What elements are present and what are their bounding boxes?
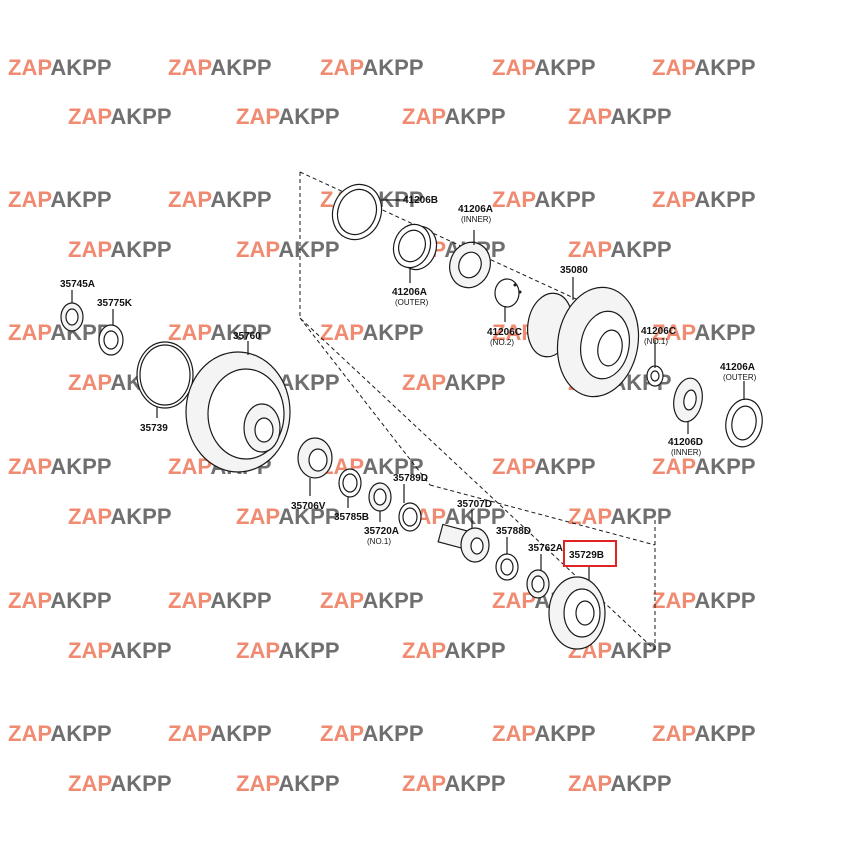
bearing-41206d-inner (673, 377, 703, 423)
watermark-text: ZAPAKPP (236, 237, 340, 262)
assembly-outline (299, 171, 656, 651)
watermark-text: ZAPAKPP (236, 638, 340, 663)
watermark-text: ZAPAKPP (68, 638, 172, 663)
watermark-text: ZAPAKPP (402, 104, 506, 129)
watermark-text: ZAPAKPP (652, 588, 756, 613)
watermark-text: ZAPAKPP (320, 588, 424, 613)
part-number-label: 35775K (97, 298, 133, 309)
cap-41206c-no1 (646, 365, 664, 387)
watermark-layer: ZAPAKPP ZAPAKPP ZAPAKPP ZAPAKPP ZAPAKPP ZAPAK… (8, 55, 756, 796)
part-number-label: 35762A (528, 543, 563, 554)
washer-35785b (338, 468, 362, 498)
ring-35789d (398, 502, 422, 532)
part-number-label: 35739 (140, 423, 168, 434)
part-sub-label: (INNER) (461, 215, 492, 224)
ring-41206b (331, 183, 383, 241)
watermark-text: ZAPAKPP (168, 721, 272, 746)
part-number-label: 35760 (233, 331, 261, 342)
watermark-text: ZAPAKPP (568, 504, 672, 529)
watermark-text: ZAPAKPP (492, 721, 596, 746)
watermark-text: ZAPAKPP (168, 588, 272, 613)
watermark-text: ZAPAKPP (652, 721, 756, 746)
part-sub-label: (OUTER) (723, 373, 757, 382)
part-number-label: 35785B (334, 512, 369, 523)
watermark-text: ZAPAKPP (492, 187, 596, 212)
cap-41206c-no2 (494, 278, 522, 308)
part-drawings (60, 183, 763, 650)
part-number-label: 35788D (496, 526, 531, 537)
part-number-label: 41206A (392, 287, 427, 298)
bearing-35720a (368, 482, 392, 512)
watermark-text: ZAPAKPP (320, 55, 424, 80)
part-sub-label: (NO.1) (644, 337, 668, 346)
gear-35080 (527, 286, 640, 398)
part-number-label: 35729B (569, 550, 604, 561)
part-number-label: 41206A (458, 204, 493, 215)
part-number-label: 35707D (457, 499, 492, 510)
watermark-text: ZAPAKPP (652, 55, 756, 80)
bearing-41206a-inner (449, 241, 491, 289)
part-number-label: 35080 (560, 265, 588, 276)
watermark-text: ZAPAKPP (320, 721, 424, 746)
part-number-label: 35706V (291, 501, 326, 512)
watermark-text: ZAPAKPP (236, 504, 340, 529)
bearing-35762a (526, 569, 550, 599)
bearing-35706v (297, 437, 333, 479)
watermark-text: ZAPAKPP (8, 55, 112, 80)
part-sub-label: (INNER) (671, 448, 702, 457)
watermark-text: ZAPAKPP (8, 187, 112, 212)
race-41206a-outer (392, 223, 438, 271)
shaft-gear-35707d (437, 523, 490, 563)
leader-lines (71, 199, 745, 580)
watermark-text: ZAPAKPP (68, 504, 172, 529)
part-number-label: 35720A (364, 526, 399, 537)
watermark-text: ZAPAKPP (568, 237, 672, 262)
part-sub-label: (NO.1) (367, 537, 391, 546)
watermark-text: ZAPAKPP (8, 588, 112, 613)
part-sub-label: (OUTER) (395, 298, 429, 307)
washer-35775k (98, 324, 124, 356)
watermark-text: ZAPAKPP (68, 237, 172, 262)
watermark-text: ZAPAKPP (8, 721, 112, 746)
snap-ring-35739 (136, 341, 194, 409)
watermark-text: ZAPAKPP (568, 104, 672, 129)
watermark-text: ZAPAKPP (320, 320, 424, 345)
part-number-label: 41206B (403, 195, 438, 206)
watermark-text: ZAPAKPP (168, 320, 272, 345)
watermark-text: ZAPAKPP (402, 638, 506, 663)
bearing-35745a (60, 302, 84, 332)
watermark-text: ZAPAKPP (652, 320, 756, 345)
ring-gear-35760 (185, 351, 291, 473)
part-number-label: 35745A (60, 279, 95, 290)
watermark-text: ZAPAKPP (652, 454, 756, 479)
watermark-text: ZAPAKPP (168, 187, 272, 212)
part-sub-label: (NO.2) (490, 338, 514, 347)
watermark-text: ZAPAKPP (68, 104, 172, 129)
watermark-text: ZAPAKPP (568, 771, 672, 796)
watermark-text: ZAPAKPP (236, 104, 340, 129)
gear-35729b (548, 576, 606, 650)
watermark-text: ZAPAKPP (652, 187, 756, 212)
highlight-box (563, 540, 617, 567)
watermark-text: ZAPAKPP (8, 320, 112, 345)
race-41206a-outer-right (725, 398, 763, 448)
part-number-label: 35789D (393, 473, 428, 484)
watermark-text: ZAPAKPP (8, 454, 112, 479)
part-number-label: 41206A (720, 362, 755, 373)
part-number-label: 41206C (487, 327, 522, 338)
watermark-text: ZAPAKPP (68, 771, 172, 796)
part-labels: 41206B41206A(INNER)41206A(OUTER)35080412… (60, 195, 757, 561)
watermark-text: ZAPAKPP (402, 771, 506, 796)
watermark-text: ZAPAKPP (492, 55, 596, 80)
washer-35788d (495, 553, 519, 581)
watermark-text: ZAPAKPP (492, 454, 596, 479)
watermark-text: ZAPAKPP (236, 771, 340, 796)
watermark-text: ZAPAKPP (168, 55, 272, 80)
part-number-label: 41206C (641, 326, 676, 337)
part-number-label: 41206D (668, 437, 703, 448)
watermark-text: ZAPAKPP (402, 370, 506, 395)
